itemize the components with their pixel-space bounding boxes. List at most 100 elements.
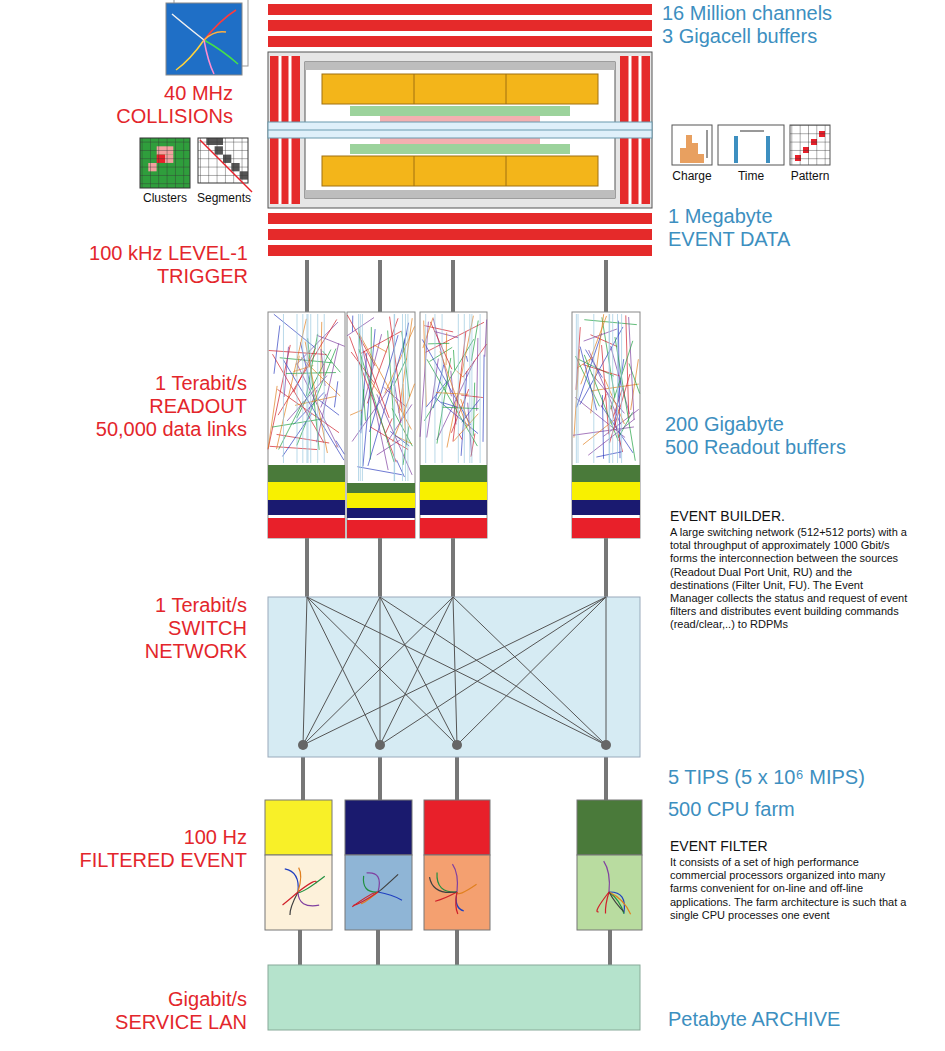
track-stroke (295, 396, 336, 405)
track-stroke (374, 345, 387, 352)
track-stroke (283, 314, 284, 463)
track-stroke (602, 345, 609, 434)
track-stroke (394, 314, 395, 481)
track-stroke (352, 892, 378, 907)
track-stroke (321, 394, 326, 408)
track-stroke (276, 319, 306, 449)
time-icon (718, 125, 784, 165)
track-stroke (456, 892, 458, 914)
description: It consists of a set of high performance… (670, 856, 908, 922)
track-stroke (456, 892, 464, 911)
track-stroke (283, 892, 298, 905)
track-stroke (435, 892, 457, 901)
track-stroke (457, 884, 477, 893)
readout-buffers (268, 465, 640, 538)
track-stroke (317, 343, 339, 442)
buffer-size: 200 Gigabyte 500 Readout buffers (665, 413, 846, 459)
track-stroke (458, 314, 459, 463)
track-stroke (283, 360, 344, 460)
readout-rate: 1 Terabit/s READOUT 50,000 data links (96, 372, 247, 441)
farm-size: 500 CPU farm (668, 798, 795, 821)
segment-line (200, 140, 252, 192)
track-stroke (285, 869, 298, 892)
track-stroke (480, 314, 481, 463)
track-stroke (618, 412, 632, 437)
track-stroke (588, 419, 635, 455)
track-stroke (358, 314, 359, 481)
track-stroke (310, 314, 311, 463)
track-stroke (576, 314, 577, 463)
track-stroke (386, 418, 393, 433)
track-stroke (609, 892, 624, 912)
track-stroke (451, 371, 456, 425)
track-stroke (336, 441, 344, 455)
charge-icon (672, 125, 712, 165)
event-size: 1 Megabyte EVENT DATA (668, 205, 790, 251)
track-stroke (306, 314, 307, 463)
track-stroke (592, 374, 625, 414)
track-stroke (441, 402, 458, 407)
track-stroke (378, 892, 402, 900)
track-stroke (446, 332, 448, 365)
icon-caption: Time (738, 170, 764, 184)
mesh-link (380, 597, 381, 745)
archive-size: Petabyte ARCHIVE (668, 1008, 840, 1031)
track-stroke (302, 314, 303, 463)
switch-port (298, 740, 611, 750)
track-stroke (580, 327, 623, 405)
track-stroke (578, 314, 579, 463)
track-stroke (357, 467, 402, 475)
readout-columns (268, 312, 640, 538)
track-stroke (388, 331, 395, 436)
switch-network-box (268, 597, 640, 757)
track-stroke (407, 314, 408, 481)
filter-units (265, 800, 642, 930)
track-stroke (609, 892, 624, 914)
collision-rate: 40 MHz COLLISIONs (116, 82, 233, 128)
track-stroke (363, 876, 378, 892)
track-stroke (574, 349, 580, 437)
section-heading: EVENT FILTER (670, 838, 768, 854)
mesh-link (606, 597, 607, 745)
track-stroke (485, 320, 487, 357)
track-stroke (459, 433, 462, 439)
track-stroke (604, 861, 610, 892)
track-stroke (298, 868, 301, 892)
track-stroke (405, 314, 406, 481)
track-stroke (461, 399, 471, 429)
mesh-link (457, 597, 606, 745)
mesh-link (303, 597, 307, 745)
track-stroke (324, 314, 325, 463)
track-stroke (593, 314, 594, 463)
track-stroke (466, 356, 467, 362)
track-stroke (483, 355, 484, 442)
track-stroke (436, 393, 468, 395)
track-stroke (605, 892, 609, 914)
track-stroke (298, 892, 319, 906)
track-stroke (629, 317, 634, 420)
track-stroke (364, 351, 389, 418)
track-stroke (626, 315, 629, 418)
track-stroke (427, 359, 439, 438)
mesh-link (380, 597, 453, 745)
switch-rate: 1 Terabit/s SWITCH NETWORK (145, 594, 247, 663)
track-stroke (370, 327, 371, 460)
mesh-link (303, 597, 453, 745)
icon-caption: Pattern (791, 170, 830, 184)
track-stroke (284, 347, 288, 397)
track-stroke (394, 381, 401, 423)
track-stroke (602, 395, 603, 459)
track-stroke (453, 350, 454, 370)
track-stroke (629, 363, 640, 393)
track-stroke (609, 892, 631, 914)
track-stroke (583, 365, 620, 376)
mesh-link (307, 597, 380, 745)
track-stroke (274, 314, 316, 348)
track-stroke (428, 343, 449, 344)
mesh-link (380, 597, 606, 745)
track-stroke (402, 314, 403, 481)
readout-tracks (268, 314, 640, 481)
mesh-link (380, 597, 606, 745)
track-stroke (615, 337, 635, 461)
mesh-link (307, 597, 457, 745)
